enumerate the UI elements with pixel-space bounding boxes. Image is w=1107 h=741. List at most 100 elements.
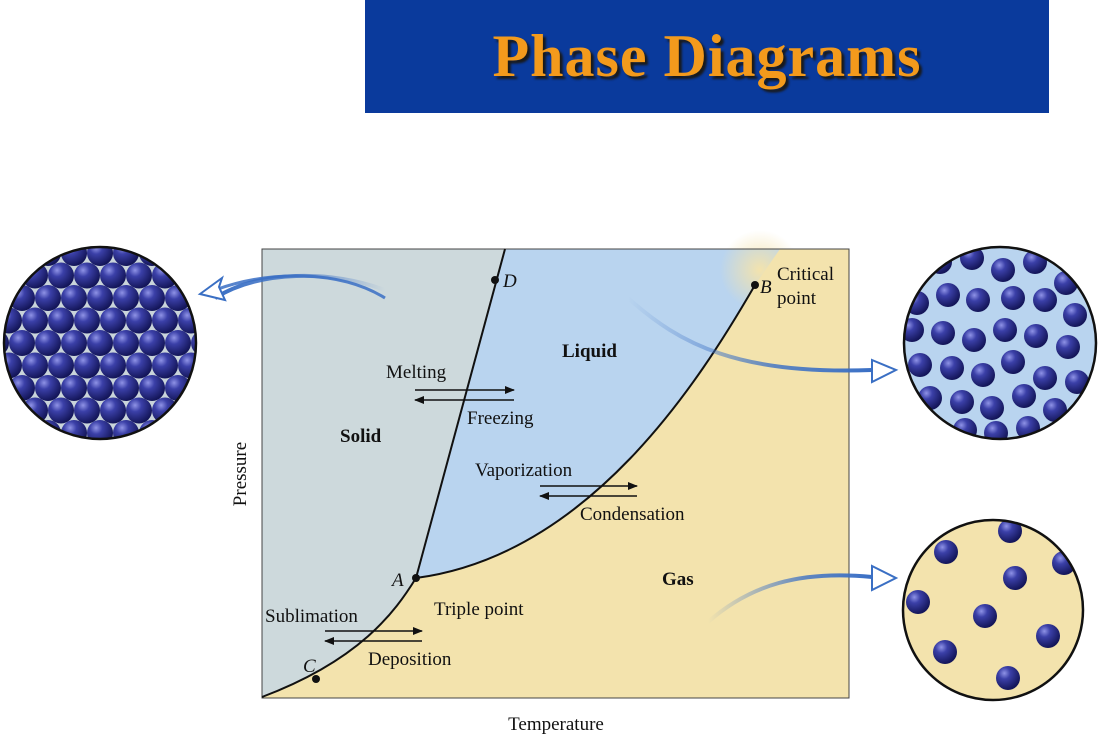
solid-region [262,249,505,697]
point-c-label: C [303,656,316,677]
liquid-particle [1001,286,1025,310]
point-a-label: A [390,570,404,591]
solid-particle [178,352,196,379]
liquid-particle [908,353,932,377]
sublimation-curve [261,577,417,698]
vaporization-label: Vaporization [475,460,573,481]
liquid-particle [993,318,1017,342]
solid-particle [113,285,139,311]
solid-particle [61,375,87,401]
liquid-particle [980,396,1004,420]
x-axis-label: Temperature [508,714,604,735]
gas-particle [998,520,1022,543]
liquid-particle [971,363,995,387]
solid-particle [87,375,113,401]
point-c [312,675,320,683]
solid-particle [87,247,113,266]
solid-particle [178,307,196,334]
solid-particle [152,307,178,334]
liquid-particles-circle [902,245,1098,441]
solid-particle [126,307,152,334]
point-d-label: D [502,271,517,292]
triple-point-label: Triple point [434,599,524,620]
solid-particle [113,247,139,266]
solid-particles-circle [2,245,198,441]
liquid-particle [1056,335,1080,359]
solid-particle [126,262,152,289]
solid-particle [61,247,87,266]
solid-particle [61,420,87,439]
solid-particle [113,375,139,401]
solid-particle [100,352,126,379]
solid-particle [48,262,74,289]
liquid-pointer-arrow [626,296,899,384]
liquid-label: Liquid [562,341,617,362]
solid-particle [4,352,22,379]
liquid-particle [1001,350,1025,374]
solid-particle [74,397,100,424]
solid-particle [139,330,165,356]
point-a [412,574,420,582]
gas-particle [906,590,930,614]
solid-particle [165,330,191,356]
solid-particle [22,307,48,334]
gas-particle [996,666,1020,690]
title-banner: Phase Diagrams [365,0,1049,113]
solid-particle [113,420,139,439]
point-b-label: B [760,277,772,298]
solid-particle [74,262,100,289]
solid-particle [152,352,178,379]
liquid-particle [1024,324,1048,348]
gas-particle [1003,566,1027,590]
deposition-label: Deposition [368,649,452,670]
solid-particle [113,330,139,356]
plot-area: Solid Liquid Gas A B C D Critical point … [261,230,850,699]
critical-point-label-1: Critical [777,264,834,285]
liquid-particle [962,328,986,352]
solid-particle [126,352,152,379]
liquid-particle [1065,370,1089,394]
condensation-label: Condensation [580,504,685,525]
liquid-particle [1063,303,1087,327]
solid-particle [35,330,61,356]
solid-particle [100,307,126,334]
liquid-region [416,249,780,578]
liquid-particle [940,356,964,380]
solid-particle [48,352,74,379]
solid-particle [126,397,152,424]
gas-particle [1036,624,1060,648]
melting-label: Melting [386,362,447,383]
liquid-particle [1012,384,1036,408]
gas-particle [973,604,997,628]
liquid-particle [931,321,955,345]
liquid-particle [991,258,1015,282]
gas-particle [934,540,958,564]
solid-particle [139,375,165,401]
liquid-particle [1033,366,1057,390]
solid-particle [74,352,100,379]
freezing-label: Freezing [467,408,534,429]
solid-pointer-arrow [197,273,386,302]
solid-particle [35,375,61,401]
liquid-particle [966,288,990,312]
solid-particle [87,330,113,356]
critical-point-label-2: point [777,288,817,309]
solid-particle [139,285,165,311]
gas-label: Gas [662,569,694,590]
critical-glow [720,230,800,310]
solid-particle [61,330,87,356]
y-axis-label: Pressure [230,442,251,506]
point-d [491,276,499,284]
solid-particle [87,285,113,311]
solid-particle [35,285,61,311]
plot-border [261,248,850,699]
liquid-particle [1043,398,1067,422]
vaporization-curve [415,284,756,579]
gas-pointer-arrow [706,564,899,624]
solid-particle [100,262,126,289]
point-b [751,281,759,289]
solid-label: Solid [340,426,382,447]
solid-particle [4,307,22,334]
solid-particle [74,307,100,334]
